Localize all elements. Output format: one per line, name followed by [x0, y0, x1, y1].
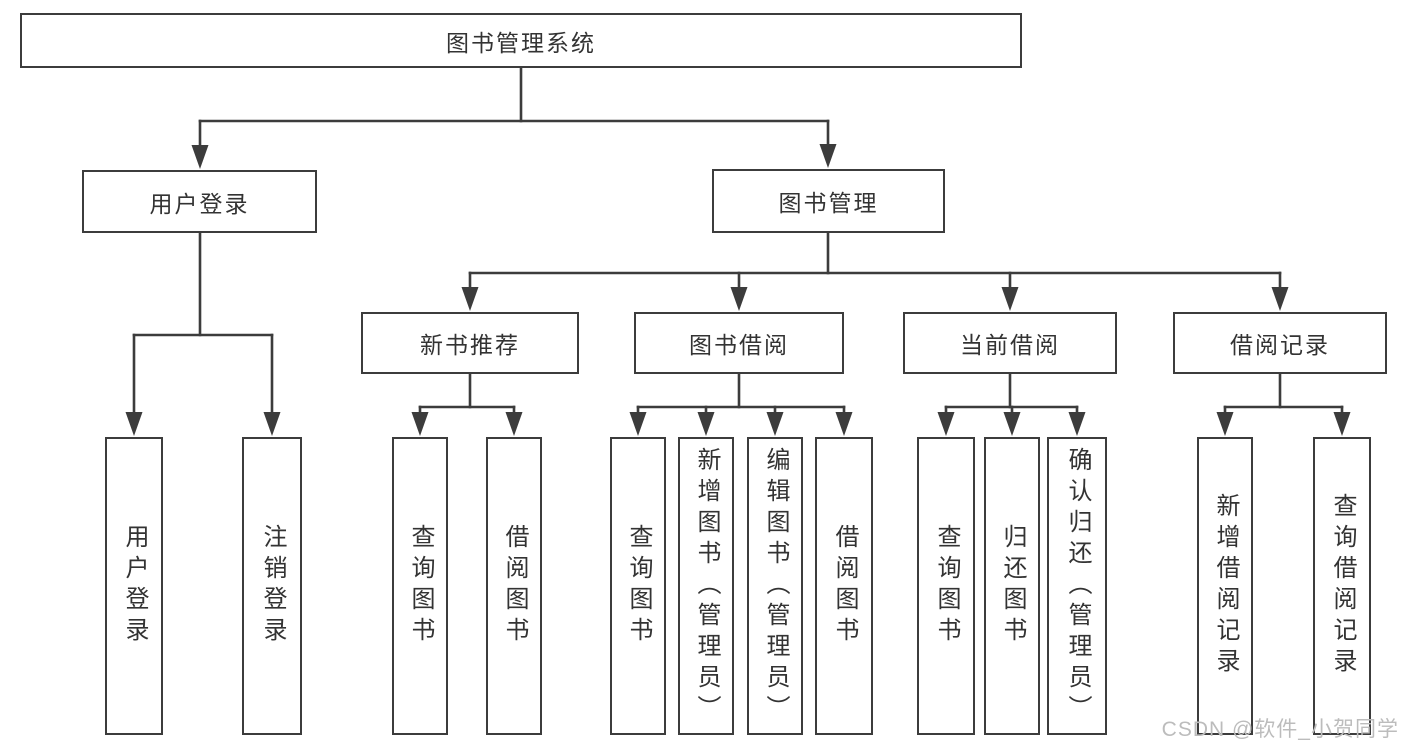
node-label: 图书借阅: [689, 332, 789, 358]
node-label: 图书管理: [778, 190, 879, 216]
leaf-user-login: 用户登录: [105, 437, 163, 735]
node-new-book-recommend: 新书推荐: [361, 312, 579, 374]
leaf-edit-books-admin: 编辑图书（管理员）: [747, 437, 803, 735]
connector-root-to-branches: [191, 66, 837, 169]
connector-user-login-fork: [125, 231, 281, 436]
csdn-watermark: CSDN @软件_小贺同学: [1161, 718, 1399, 741]
node-label: 编辑图书（管理员）: [762, 446, 789, 726]
node-book-borrow: 图书借阅: [634, 312, 844, 374]
node-label: 注销登录: [259, 524, 286, 648]
leaf-borrow-books-borrow: 借阅图书: [815, 437, 873, 735]
node-label: 图书管理系统: [446, 29, 596, 56]
connector-group-forks: [411, 372, 1351, 436]
node-user-login-branch: 用户登录: [82, 170, 317, 233]
node-borrow-records: 借阅记录: [1173, 312, 1387, 374]
node-root: 图书管理系统: [20, 13, 1022, 68]
node-label: 归还图书: [999, 524, 1026, 648]
leaf-logout: 注销登录: [242, 437, 302, 735]
leaf-add-borrow-record: 新增借阅记录: [1197, 437, 1253, 735]
node-label: 新增借阅记录: [1212, 493, 1239, 679]
connector-book-management-fork: [461, 231, 1289, 311]
leaf-return-books: 归还图书: [984, 437, 1040, 735]
node-label: 确认归还（管理员）: [1064, 446, 1091, 726]
node-label: 借阅图书: [501, 524, 528, 648]
leaf-confirm-return-admin: 确认归还（管理员）: [1047, 437, 1107, 735]
node-book-management-branch: 图书管理: [712, 169, 945, 233]
leaf-query-books-borrow: 查询图书: [610, 437, 666, 735]
node-label: 查询借阅记录: [1329, 493, 1356, 679]
leaf-query-books-current: 查询图书: [917, 437, 975, 735]
leaf-query-books-recommend: 查询图书: [392, 437, 448, 735]
leaf-borrow-books-recommend: 借阅图书: [486, 437, 542, 735]
node-label: 当前借阅: [960, 332, 1060, 358]
node-label: 新增图书（管理员）: [693, 446, 720, 726]
node-label: 查询图书: [407, 524, 434, 648]
node-label: 用户登录: [149, 190, 250, 217]
node-label: 借阅图书: [831, 524, 858, 648]
node-label: 查询图书: [625, 524, 652, 648]
node-label: 借阅记录: [1230, 332, 1330, 358]
leaf-add-books-admin: 新增图书（管理员）: [678, 437, 734, 735]
node-label: 新书推荐: [420, 332, 520, 358]
node-label: 查询图书: [933, 524, 960, 648]
node-label: 用户登录: [121, 524, 148, 648]
node-current-borrow: 当前借阅: [903, 312, 1117, 374]
leaf-query-borrow-record: 查询借阅记录: [1313, 437, 1371, 735]
